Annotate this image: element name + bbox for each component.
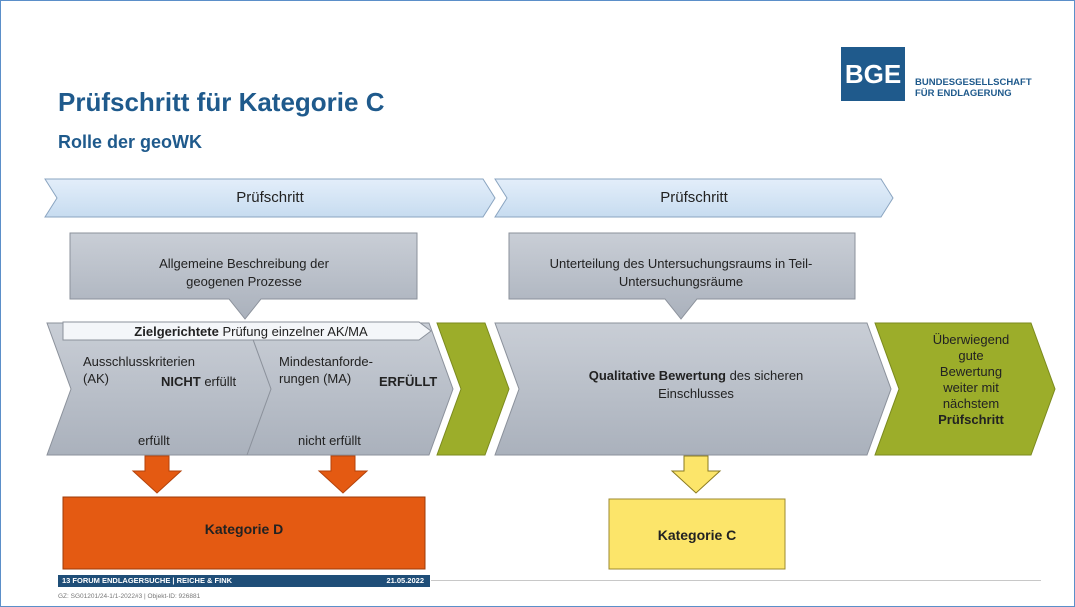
evaluation-bold: Qualitative Bewertung (588, 368, 726, 383)
ma-chevron (246, 322, 454, 456)
ak-status: NICHT erfüllt (161, 374, 236, 389)
category-d-box (62, 496, 426, 570)
footer-divider (431, 580, 1041, 581)
page-title: Prüfschritt für Kategorie C (58, 87, 385, 117)
ak-status-rest: erfüllt (200, 374, 237, 389)
footer-date: 21.05.2022 (386, 576, 424, 585)
logo-line-2: FÜR ENDLAGERUNG (915, 88, 1012, 99)
callout-right-shape (508, 232, 856, 320)
result-line-2: gute (958, 348, 984, 363)
step-chevron-right (494, 178, 894, 218)
result-line-5: nächstem (942, 396, 1000, 411)
page-subtitle: Rolle der geoWK (58, 132, 203, 152)
banner-text: Zielgerichtete Prüfung einzelner AK/MA (101, 323, 401, 340)
ak-status-bold: NICHT (161, 374, 201, 389)
category-d-label: Kategorie D (204, 521, 284, 537)
evaluation-rest: des sicheren Einschlusses (658, 368, 804, 401)
result-chevron (874, 322, 1056, 456)
logo-line-1: BUNDESGESELLSCHAFT (915, 77, 1032, 88)
step-label-left: Prüfschritt (236, 189, 304, 206)
step-label-right: Prüfschritt (660, 189, 728, 206)
arrow-down-ma (317, 455, 369, 494)
result-line-4: weiter mit (943, 380, 999, 395)
green-chevron-small (436, 322, 510, 456)
ma-status: ERFÜLLT (379, 374, 438, 389)
footer-bar: 13 FORUM ENDLAGERSUCHE | REICHE & FINK 2… (58, 575, 430, 587)
callout-right-text: Unterteilung des Untersuchungsraums in T… (549, 256, 813, 289)
result-line-3: Bewertung (939, 364, 1003, 379)
banner-rest: Prüfung einzelner AK/MA (218, 323, 368, 339)
footer-left-text: 13 FORUM ENDLAGERSUCHE | REICHE & FINK (62, 576, 233, 585)
footer-id: GZ: SG01201/24-1/1-2022#3 | Objekt-ID: 9… (58, 593, 201, 600)
banner-bold: Zielgerichtete (134, 323, 219, 339)
evaluation-chevron (494, 322, 892, 456)
arrow-down-ak (131, 455, 183, 494)
result-text: Überwiegend gute Bewertung weiter mit nä… (901, 332, 1041, 428)
logo-wordmark: BUNDESGESELLSCHAFT FÜR ENDLAGERUNG (915, 77, 1032, 99)
ak-fail-label: erfüllt (138, 433, 170, 448)
category-c-label: Kategorie C (657, 527, 737, 543)
arrow-down-eval (670, 455, 722, 494)
category-c-box (608, 498, 786, 570)
ma-fail-label: nicht erfüllt (298, 433, 361, 448)
callout-left-shape (69, 232, 418, 320)
ma-label: Mindestanforde-rungen (MA) (279, 354, 373, 386)
banner-arrow (62, 321, 432, 341)
ak-label: Ausschlusskriterien (AK) (83, 354, 195, 386)
result-line-6: Prüfschritt (938, 412, 1004, 427)
result-line-1: Überwiegend (932, 332, 1010, 347)
callout-left-text: Allgemeine Beschreibung der geogenen Pro… (159, 256, 329, 289)
evaluation-text: Qualitative Bewertung des sicheren Einsc… (551, 365, 841, 405)
step-chevron-left (44, 178, 496, 218)
bge-logo: BGE (841, 47, 905, 101)
